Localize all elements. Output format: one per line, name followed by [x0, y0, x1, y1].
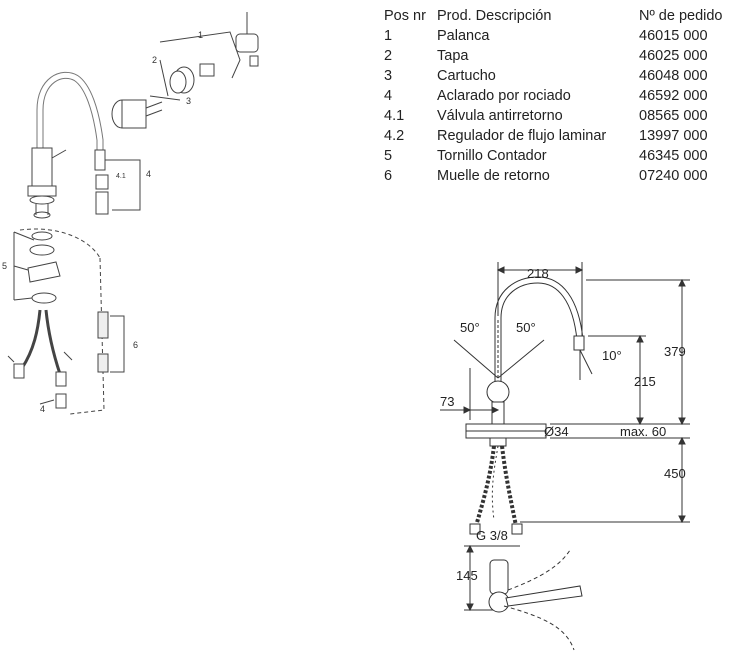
row-order: 46345 000: [639, 148, 708, 164]
row-desc: Muelle de retorno: [437, 168, 550, 184]
dim-hole-diameter: Ø34: [544, 424, 569, 439]
parts-table-header: Pos nr Prod. Descripción Nº de pedido: [384, 6, 729, 26]
table-row: 3 Cartucho 46048 000: [384, 66, 729, 86]
row-pos: 1: [384, 28, 393, 44]
dim-angle-left: 50°: [460, 320, 480, 335]
parts-table: Pos nr Prod. Descripción Nº de pedido 1 P…: [384, 6, 729, 186]
header-description: Prod. Descripción: [437, 8, 552, 24]
header-pos: Pos nr: [384, 8, 426, 24]
table-row: 1 Palanca 46015 000: [384, 26, 729, 46]
table-row: 5 Tornillo Contador 46345 000: [384, 146, 729, 166]
countertop: [465, 423, 547, 439]
row-pos: 5: [384, 148, 393, 164]
row-pos: 2: [384, 48, 393, 64]
callout-4: 4: [146, 169, 151, 179]
row-pos: 6: [384, 168, 393, 184]
row-desc: Tornillo Contador: [437, 148, 547, 164]
dim-spout-angle: 10°: [602, 348, 622, 363]
spout-outline: [494, 276, 584, 390]
row-order: 46048 000: [639, 68, 708, 84]
row-order: 46025 000: [639, 48, 708, 64]
row-desc: Tapa: [437, 48, 469, 64]
row-order: 07240 000: [639, 168, 708, 184]
callout-1: 1: [198, 30, 203, 40]
dim-width-top: 218: [527, 266, 549, 281]
header-order-number: Nº de pedido: [639, 8, 723, 24]
table-row: 2 Tapa 46025 000: [384, 46, 729, 66]
row-desc: Palanca: [437, 28, 490, 44]
dim-handle-height: 215: [634, 374, 656, 389]
row-desc: Válvula antirretorno: [437, 108, 563, 124]
dim-base-offset: 73: [440, 394, 454, 409]
row-order: 46592 000: [639, 88, 708, 104]
dim-max-thickness: max. 60: [620, 424, 666, 439]
faucet-body: [31, 147, 53, 189]
callout-2: 2: [152, 55, 157, 65]
row-order: 46015 000: [639, 28, 708, 44]
dim-swing-depth: 145: [456, 568, 478, 583]
table-row: 4.2 Regulador de flujo laminar 13997 000: [384, 126, 729, 146]
dim-total-height: 379: [664, 344, 686, 359]
callout-4-1: 4.1: [116, 173, 126, 180]
dim-thread: G 3/8: [476, 528, 508, 543]
plan-handle: [489, 559, 509, 595]
dim-hose-length: 450: [664, 466, 686, 481]
row-desc: Cartucho: [437, 68, 496, 84]
row-pos: 4.1: [384, 108, 405, 124]
row-desc: Regulador de flujo laminar: [437, 128, 607, 144]
row-pos: 4.2: [384, 128, 405, 144]
callout-3: 3: [186, 96, 191, 106]
table-row: 6 Muelle de retorno 07240 000: [384, 166, 729, 186]
handle-circle: [486, 380, 510, 404]
spout-arc: [36, 71, 104, 158]
dim-angle-right: 50°: [516, 320, 536, 335]
table-row: 4 Aclarado por rociado 46592 000: [384, 86, 729, 106]
row-pos: 4: [384, 88, 393, 104]
table-row: 4.1 Válvula antirretorno 08565 000: [384, 106, 729, 126]
callout-5: 5: [2, 261, 7, 271]
row-order: 13997 000: [639, 128, 708, 144]
row-order: 08565 000: [639, 108, 708, 124]
callout-6: 6: [133, 340, 138, 350]
callout-4-lower: 4: [40, 404, 45, 414]
row-desc: Aclarado por rociado: [437, 88, 571, 104]
exploded-parts-diagram: 1 2 3 4 4.1 4 5 6: [2, 12, 259, 415]
row-pos: 3: [384, 68, 393, 84]
